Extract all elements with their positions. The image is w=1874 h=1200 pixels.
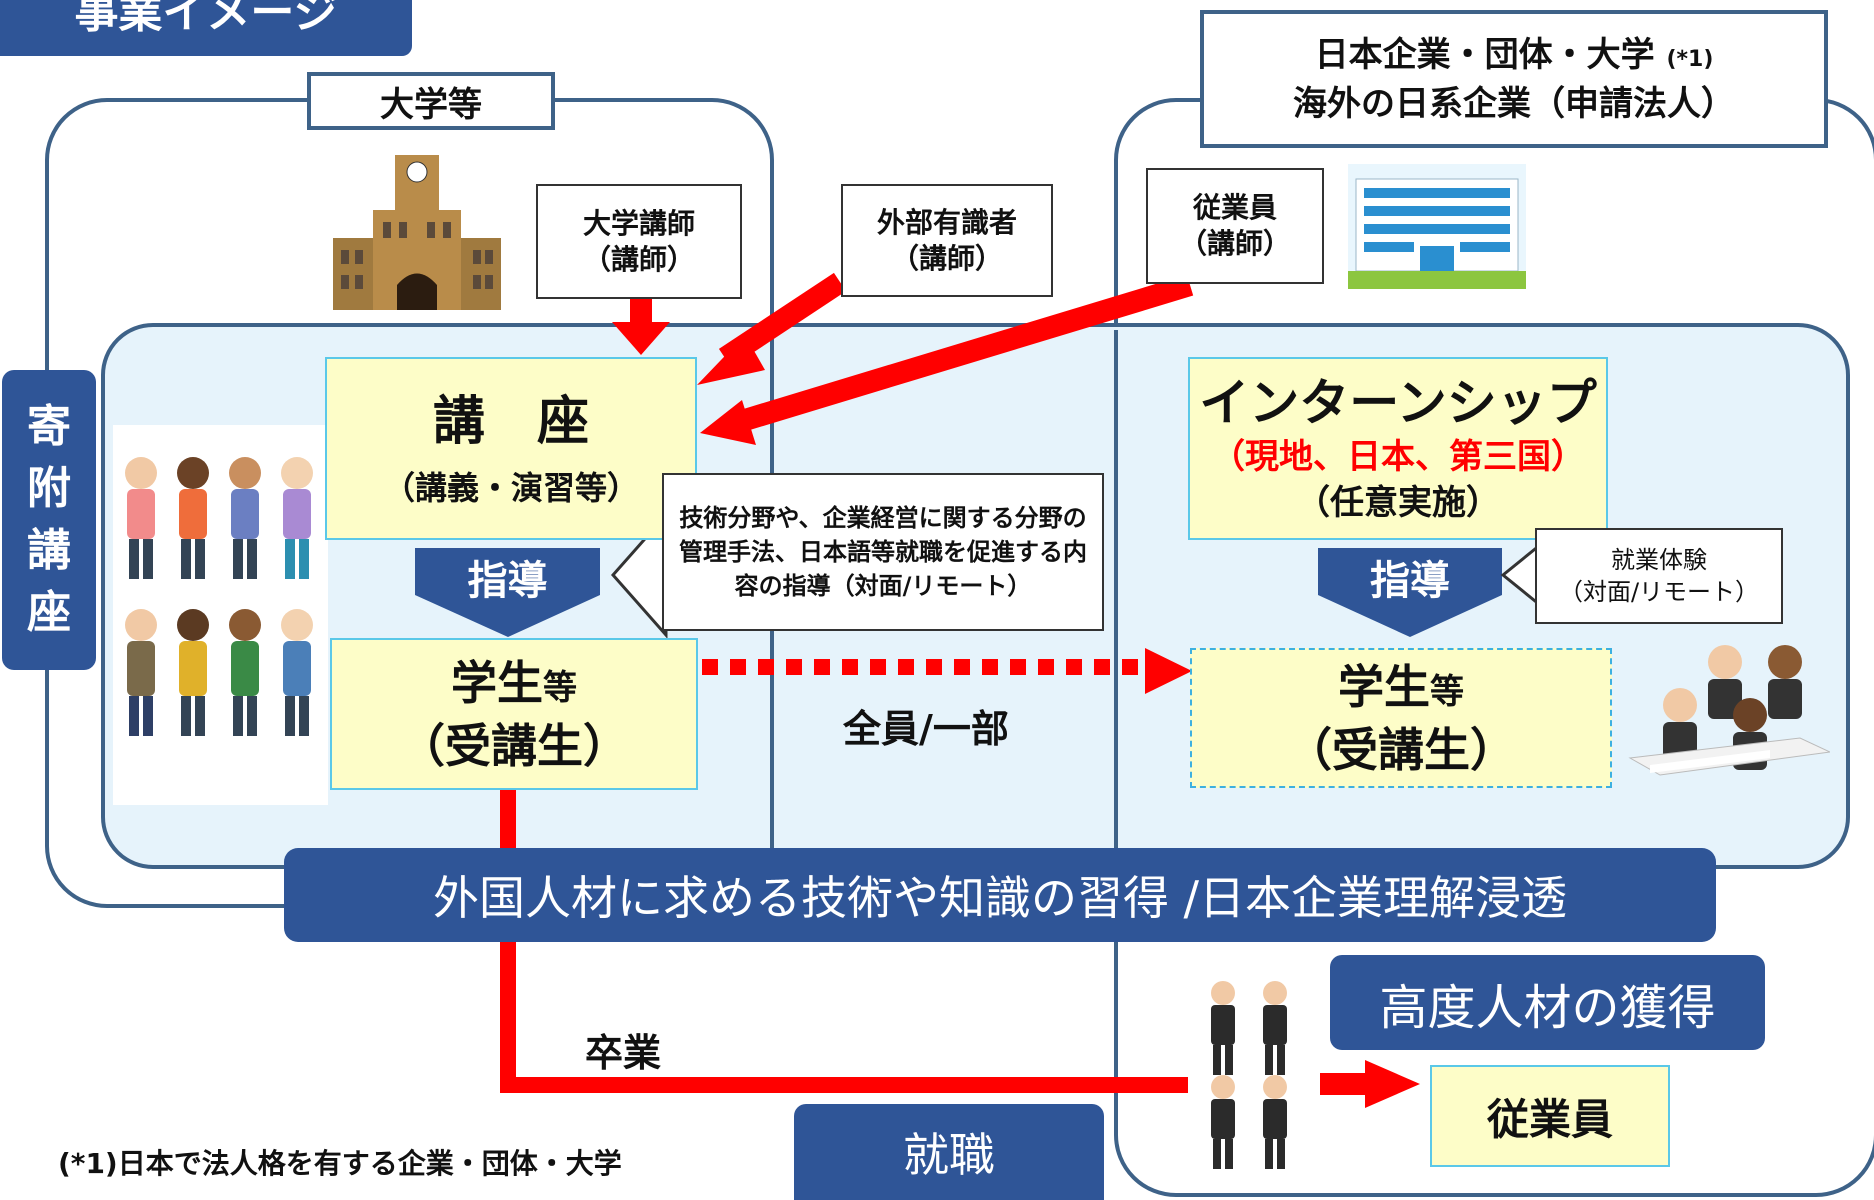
university-title-text: 大学等	[380, 84, 482, 125]
students-right-line2: （受講生）	[1286, 722, 1516, 777]
arrow-to-employee	[1365, 1060, 1420, 1108]
side-label-char-4: 座	[27, 587, 71, 638]
company-title-box: 日本企業・団体・大学 (*1) 海外の日系企業（申請法人）	[1200, 10, 1828, 148]
guidance-content-box: 技術分野や、企業経営に関する分野の管理手法、日本語等就職を促進する内容の指導（対…	[662, 473, 1104, 631]
banner-text: 外国人材に求める技術や知識の習得 /日本企業理解浸透	[432, 871, 1568, 925]
employment-text: 就職	[903, 1128, 995, 1182]
acquisition-text: 高度人材の獲得	[1379, 979, 1716, 1036]
footnote-text: (*1)日本で法人格を有する企業・団体・大学	[58, 1147, 622, 1180]
company-title-note: (*1)	[1666, 46, 1714, 72]
employee-final-text: 従業員	[1486, 1094, 1613, 1144]
company-title-line1: 日本企業・団体・大学	[1314, 34, 1655, 75]
interns-illustration	[1620, 640, 1830, 790]
guidance-right-text: 指導	[1370, 558, 1450, 604]
guidance-left-label: 指導	[415, 548, 600, 606]
guidance-right-label: 指導	[1318, 548, 1502, 606]
work-experience-box: 就業体験 （対面/リモート）	[1535, 528, 1783, 624]
cheering-employees-illustration	[1195, 975, 1305, 1170]
header-title-text: 事業イメージ	[74, 0, 338, 38]
course-title: 講 座	[432, 391, 589, 452]
university-lecturer-line2: （講師）	[582, 242, 695, 276]
internship-optional: （任意実施）	[1296, 482, 1500, 523]
students-left-box: 学生等 （受講生）	[330, 638, 698, 790]
side-label-char-3: 講	[27, 525, 71, 576]
external-expert-line1: 外部有識者	[876, 205, 1017, 239]
guidance-content-text: 技術分野や、企業経営に関する分野の管理手法、日本語等就職を促進する内容の指導（対…	[679, 504, 1087, 600]
internship-locations: （現地、日本、第三国）	[1211, 436, 1585, 477]
work-experience-line2: （対面/リモート）	[1558, 578, 1760, 606]
university-title: 大学等	[307, 72, 555, 130]
graduation-text: 卒業	[585, 1031, 662, 1075]
side-label-char-2: 附	[27, 463, 71, 514]
office-building-icon	[1348, 164, 1526, 289]
arrow-external	[697, 335, 765, 385]
students-left-line2: （受講生）	[399, 718, 629, 773]
header-title: 事業イメージ	[0, 0, 412, 56]
guidance-right-chevron	[1318, 548, 1502, 637]
company-title-line1-row: 日本企業・団体・大学 (*1)	[1315, 33, 1714, 82]
students-left-line1-row: 学生等	[451, 654, 577, 717]
course-subtitle: （講義・演習等）	[382, 468, 639, 507]
external-expert-line2: （講師）	[890, 241, 1003, 275]
students-right-box: 学生等 （受講生）	[1190, 648, 1612, 788]
internship-title: インターンシップ	[1199, 373, 1597, 432]
employee-final-box: 従業員	[1430, 1065, 1670, 1167]
external-expert-box: 外部有識者 （講師）	[841, 184, 1053, 297]
university-lecturer-box: 大学講師 （講師）	[536, 184, 742, 299]
company-title-line2: 海外の日系企業（申請法人）	[1293, 83, 1735, 124]
students-illustration	[113, 425, 328, 805]
footnote: (*1)日本で法人格を有する企業・団体・大学	[58, 1142, 698, 1182]
side-label: 寄 附 講 座	[2, 370, 96, 670]
graduation-label: 卒業	[585, 1022, 705, 1075]
course-box: 講 座 （講義・演習等）	[325, 357, 697, 540]
university-lecturer-line1: 大学講師	[582, 206, 695, 240]
guidance-left-chevron	[415, 548, 600, 637]
arrow-employee	[700, 400, 756, 445]
students-right-line1: 学生	[1338, 659, 1430, 714]
acquisition-label: 高度人材の獲得	[1330, 955, 1765, 1050]
employee-lecturer-line2: （講師）	[1178, 227, 1291, 260]
arrow-lecturer	[630, 298, 652, 328]
employee-lecturer-line1: 従業員	[1192, 191, 1277, 224]
all-or-part-text: 全員/一部	[843, 707, 1009, 751]
students-left-line1: 学生	[451, 655, 543, 710]
students-right-line1-small: 等	[1430, 671, 1464, 712]
side-label-char-1: 寄	[27, 401, 71, 452]
all-or-part-label: 全員/一部	[843, 698, 1063, 751]
students-left-line1-small: 等	[543, 667, 577, 708]
work-experience-line1: 就業体験	[1611, 546, 1707, 574]
students-right-line1-row: 学生等	[1338, 658, 1464, 721]
internship-box: インターンシップ （現地、日本、第三国） （任意実施）	[1188, 357, 1608, 540]
banner: 外国人材に求める技術や知識の習得 /日本企業理解浸透	[284, 848, 1716, 942]
guidance-left-text: 指導	[467, 558, 548, 604]
university-building-icon	[333, 150, 501, 310]
employee-lecturer-box: 従業員 （講師）	[1146, 168, 1324, 284]
employment-label: 就職	[794, 1104, 1104, 1200]
